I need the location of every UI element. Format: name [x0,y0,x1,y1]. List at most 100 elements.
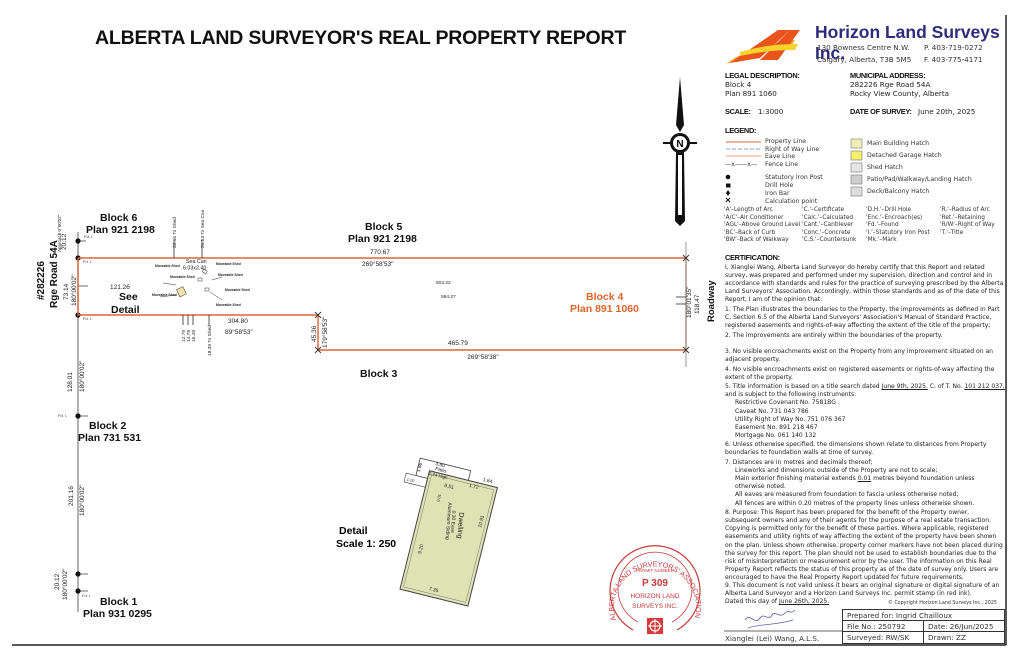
east-bearing: 180°01'35" [685,286,693,318]
block3-label: Block 3 [360,368,398,380]
block6-plan: Plan 921 2198 [86,224,155,236]
company-address2: Calgary, Alberta, T3B 5M5 [817,55,912,64]
legend-item: Eave Line [765,152,796,160]
legend-item: Statutory Iron Post [765,173,823,181]
svg-text:8.51: 8.51 [444,483,455,491]
drawn-by: Drawn: ZZ [923,632,1004,643]
calculation-points [314,254,690,354]
north-arrow-icon: N [663,77,697,226]
certification-text: I, Xianglei Wang, Alberta Land Surveyor … [725,264,1005,606]
legend-item: Fence Line [765,161,799,168]
surveyed-by: Surveyed: RW/SK [847,633,910,642]
company-logo-icon [726,30,800,64]
detail-ref-label: Detail [111,304,140,316]
offset-dim: 16.49 [191,330,197,342]
legal-line1: Block 4 [725,80,752,89]
siding-label: Aluminum Siding [444,502,453,540]
certification-label: CERTIFICATION: [725,253,780,262]
w3-distance: 201.16 [68,486,75,506]
inner-dim: 594.27 [441,294,456,300]
offset-dim: 14.78 [186,330,192,342]
stamp-permit-label: PERMIT NUMBER [636,568,674,573]
legend-symbols [725,138,863,203]
north-label: N [676,139,683,150]
block5-label: Block 5 [365,221,403,233]
legal-description-label: LEGAL DESCRIPTION: [725,71,800,80]
stamp-firm: SURVEYS INC. [632,603,678,610]
svg-text:1.86: 1.86 [416,462,424,473]
legend-fence-symbol: —x——x— [725,161,758,168]
abbreviation-column: 'R.'–Radius of Arc'Ret.'–Retaining'R/W'–… [940,207,995,236]
block2-plan: Plan 731 531 [78,432,141,444]
legend-item: Patio/Pad/Walkway/Landing Hatch [867,176,972,183]
company-fax: F. 403-775-4171 [924,55,983,64]
jog-v-bearing: 179°58'53" [321,316,329,348]
legend-item: Deck/Balcony Hatch [867,188,930,195]
scale-label: SCALE: [725,107,751,116]
found-iron-label: Fd. I. [83,316,92,321]
north-distance: 770.67 [370,249,390,256]
svg-text:3.80: 3.80 [435,461,446,469]
found-iron-label: Fd. I. [82,593,91,598]
dwelling-label: Dwelling [456,512,465,539]
svg-text:7.35: 7.35 [428,586,439,594]
legend-item: Detached Garage Hatch [867,152,942,159]
block4-plan: Plan 891 1060 [570,303,639,315]
detail-scale: Scale 1: 250 [336,538,396,550]
stamp-permit-number: P 309 [642,578,668,589]
patio-label: Patio [434,466,447,475]
shed-label: Moveable Shed [216,303,241,307]
survey-date-label: DATE OF SURVEY: [850,107,912,116]
to-seacan: 31.53 To Sea Can [200,209,206,248]
jog-v-dist: 45.36 [311,325,318,342]
survey-date-value: June 20th, 2025 [918,107,976,116]
block5-plan: Plan 921 2198 [348,233,417,245]
prepared-for: Prepared for: Ingrid Chailloux [847,610,953,620]
offset-dim: 12.79 [181,330,187,342]
shed-label: Moveable Shed [225,288,250,292]
shed-label: Moveable Shed [218,273,243,277]
block2-label: Block 2 [89,420,127,432]
legend-item: Property Line [765,138,807,145]
w-top-distance: 20.12 [61,233,68,250]
report-title: ALBERTA LAND SURVEYOR'S REAL PROPERTY RE… [95,27,627,49]
surveyor-name: Xianglei (Lei) Wang, A.L.S. [725,634,820,643]
found-iron-label: Fd. I. [84,234,93,239]
company-phone: P. 403-719-0272 [924,43,983,52]
copyright: © Copyright Horizon Land Surveys Inc., 2… [888,601,997,606]
address-label: #282226 [36,261,47,300]
block1-label: Block 1 [100,596,138,608]
west-distance: 73.14 [63,283,70,300]
abbreviation-column: 'A'–Length of Arc'A/C'–Air Conditioner'A… [724,207,801,244]
legend-label: LEGEND: [725,126,757,135]
block1-plan: Plan 931 0295 [83,608,152,620]
inner-dim: 603.22 [436,280,451,286]
detail-title: Detail [339,525,368,537]
roadway-label: Roadway [706,280,717,322]
w3-bearing: 180°00'02" [78,484,86,516]
block6-label: Block 6 [100,212,138,224]
municipal-line2: Rocky View County, Alberta [850,89,950,98]
drawing-date: Date: 26/Jun/2025 [923,621,1004,631]
legend-item: Main Building Hatch [867,140,929,147]
shed-label: Moveable Shed [152,293,177,297]
found-iron-label: Fd. I. [83,259,92,264]
block4-label: Block 4 [586,291,624,303]
patio-height: 0.24 High [428,471,448,481]
to-shed-top: 33.46 To Shed [172,217,178,248]
svg-text:1.20: 1.20 [406,477,416,484]
company-address1: 130 Bowness Centre N.W. [817,43,910,52]
shed-label: Moveable Shed [155,264,180,268]
svg-text:10.91: 10.91 [477,515,486,529]
legend-item: Right of Way Line [765,145,820,153]
w2-bearing: 180°00'02" [78,360,86,392]
jog-bearing: 89°58'53" [225,328,254,336]
svg-text:0.01: 0.01 [435,493,442,503]
sea-can-dim: 6.03x2.40 [183,266,206,272]
svg-text:9.20: 9.20 [417,544,425,555]
w2-distance: 128.01 [67,372,74,392]
sea-can-label: Sea Can [186,259,207,265]
legend-item: Calculation point [765,198,818,205]
w4-distance: 20.12 [54,573,61,590]
municipal-line1: 282226 Rge Road 54A [850,80,931,89]
